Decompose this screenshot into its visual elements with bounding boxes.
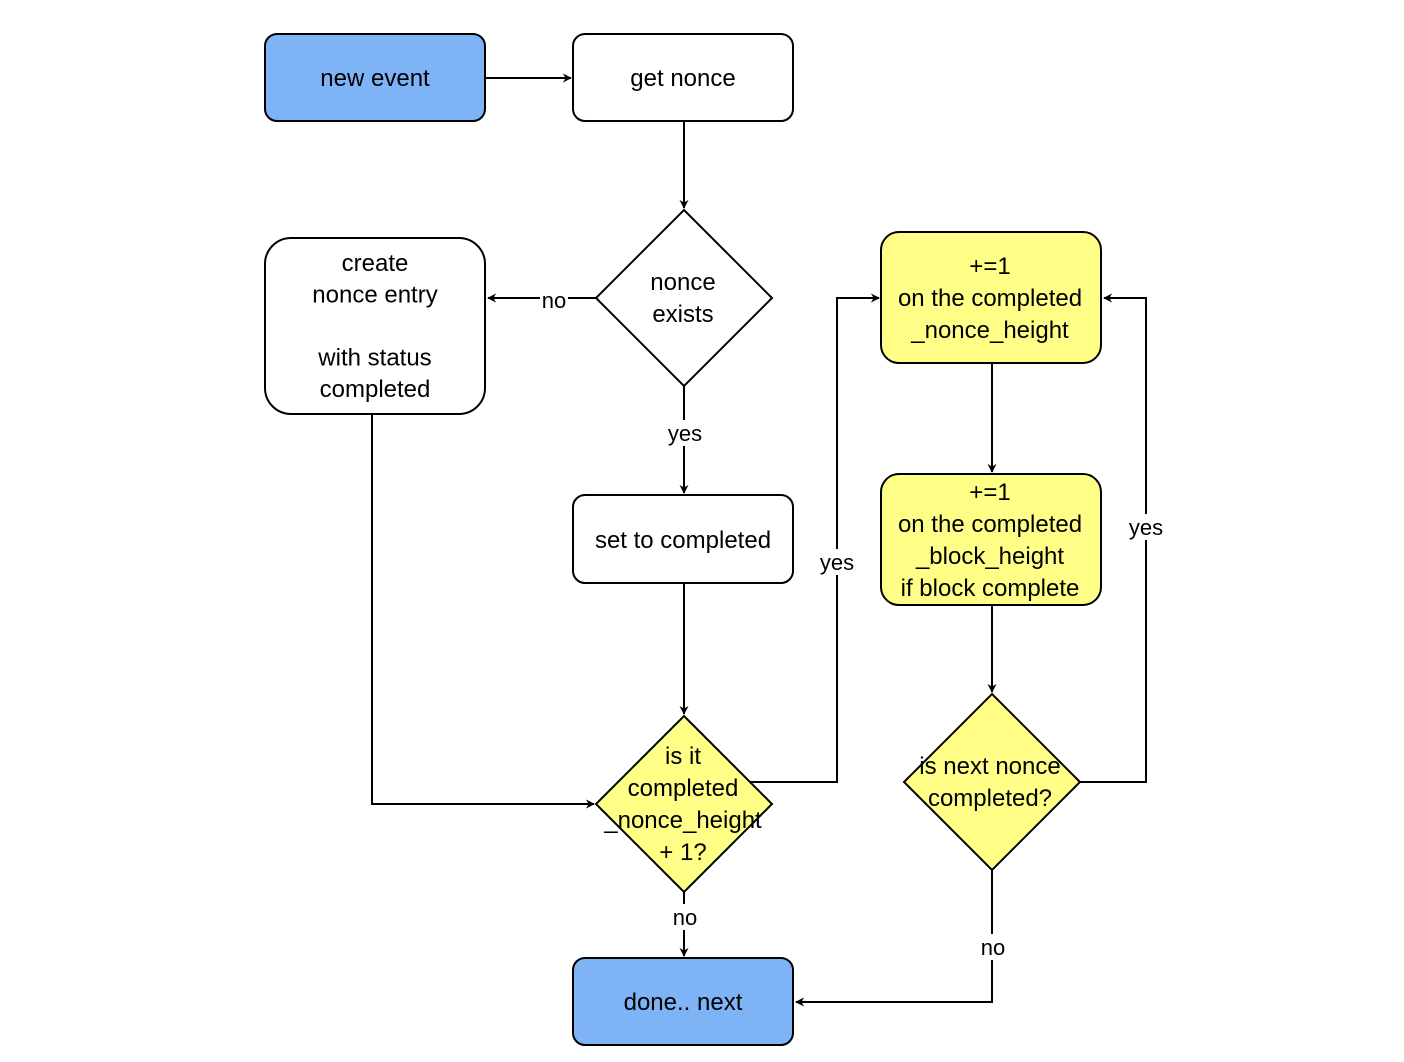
edge-label-no-done-right: no bbox=[978, 934, 1008, 960]
inc-block-height-label-line: _block_height bbox=[915, 543, 1064, 570]
node-new-event: new event bbox=[264, 33, 486, 122]
nonce-exists-label-line: nonce bbox=[650, 269, 715, 296]
svg-text:done.. next: done.. next bbox=[624, 989, 743, 1016]
inc-nonce-height-label-line: +=1 bbox=[969, 253, 1010, 280]
is-next-nonce-completed-label-line: is next nonce bbox=[919, 753, 1060, 780]
edge-label-no-create: no bbox=[540, 288, 568, 313]
node-nonce-exists: nonce exists bbox=[594, 208, 774, 388]
edge-is-next-to-done bbox=[795, 870, 993, 1007]
svg-text:yes: yes bbox=[1129, 515, 1163, 540]
is-it-completed-label-line: is it bbox=[665, 743, 701, 770]
edge-label-yes-inc-nonce: yes bbox=[816, 549, 858, 575]
svg-text:set to completed: set to completed bbox=[595, 527, 771, 554]
inc-block-height-label-line: on the completed bbox=[898, 511, 1082, 538]
svg-text:no: no bbox=[673, 905, 697, 930]
create-nonce-entry-label-line: create bbox=[342, 250, 409, 277]
new-event-label-line: new event bbox=[320, 65, 430, 92]
edge-create-to-is-it bbox=[371, 415, 595, 809]
node-done-next: done.. next bbox=[572, 957, 794, 1046]
node-create-nonce-entry: create nonce entry with status completed bbox=[264, 237, 486, 415]
edge-is-it-to-inc-nonce bbox=[748, 293, 880, 783]
is-it-completed-label-line: completed bbox=[628, 775, 739, 802]
svg-text:no: no bbox=[981, 935, 1005, 960]
edge-label-yes-loop: yes bbox=[1125, 514, 1167, 540]
node-is-it-completed: is it completed _nonce_height + 1? bbox=[594, 714, 774, 894]
svg-text:new event: new event bbox=[320, 65, 430, 92]
inc-nonce-height-label-line: on the completed bbox=[898, 285, 1082, 312]
inc-nonce-height-label-line: _nonce_height bbox=[910, 317, 1069, 344]
edge-label-no-done-left: no bbox=[670, 904, 700, 930]
inc-block-height-label-line: if block complete bbox=[901, 575, 1080, 602]
create-nonce-entry-label-line: completed bbox=[320, 376, 431, 403]
is-it-completed-label-line: _nonce_height bbox=[603, 807, 762, 834]
create-nonce-entry-label-line: nonce entry bbox=[312, 282, 437, 309]
svg-text:no: no bbox=[542, 288, 566, 313]
svg-text:+=1on the completed_nonce_heig: +=1 on the completed _nonce_height bbox=[898, 253, 1082, 344]
set-to-completed-label-line: set to completed bbox=[595, 527, 771, 554]
nonce-exists-label-line: exists bbox=[652, 301, 713, 328]
get-nonce-label-line: get nonce bbox=[630, 65, 735, 92]
create-nonce-entry-label-line: with status bbox=[317, 345, 431, 372]
done-next-label-line: done.. next bbox=[624, 989, 743, 1016]
svg-text:get nonce: get nonce bbox=[630, 65, 735, 92]
node-is-next-nonce-completed: is next nonce completed? bbox=[902, 692, 1082, 872]
svg-text:yes: yes bbox=[668, 421, 702, 446]
node-inc-nonce-height: +=1 on the completed _nonce_height bbox=[880, 231, 1102, 364]
inc-block-height-label-line: +=1 bbox=[969, 479, 1010, 506]
is-next-nonce-completed-label-line: completed? bbox=[928, 785, 1052, 812]
edge-label-yes-set: yes bbox=[664, 420, 706, 446]
is-it-completed-label-line: + 1? bbox=[659, 839, 706, 866]
node-set-to-completed: set to completed bbox=[572, 494, 794, 584]
node-get-nonce: get nonce bbox=[572, 33, 794, 122]
svg-text:yes: yes bbox=[820, 550, 854, 575]
